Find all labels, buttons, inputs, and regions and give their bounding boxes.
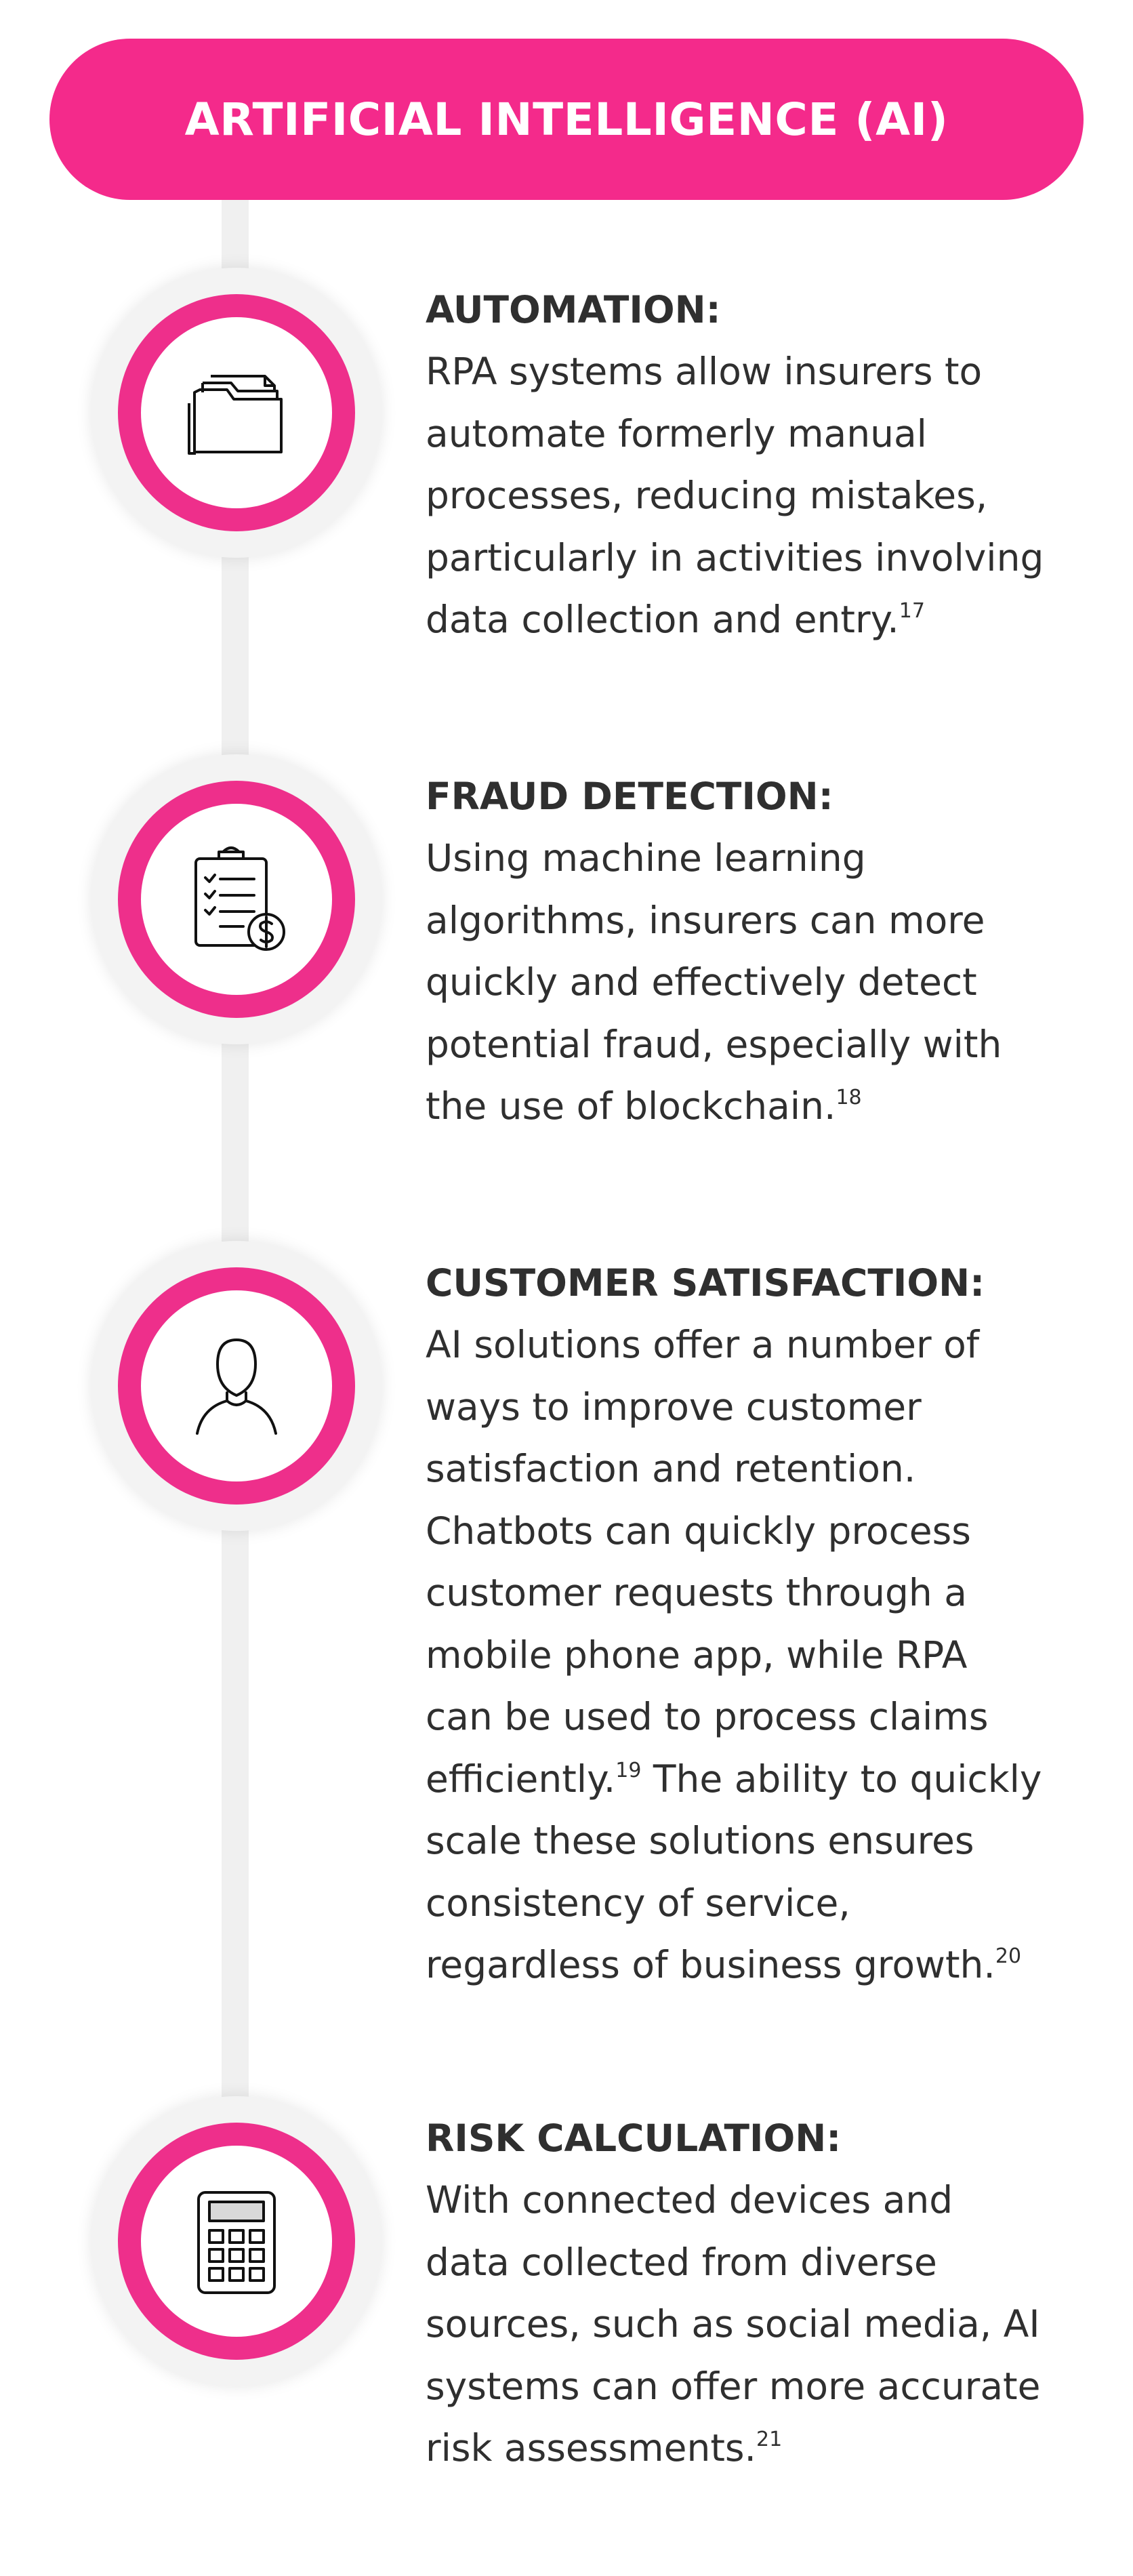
page-title: ARTIFICIAL INTELLIGENCE (AI): [184, 93, 949, 146]
item-title: FRAUD DETECTION:: [426, 775, 833, 818]
item-title: CUSTOMER SATISFACTION:: [426, 1261, 985, 1305]
footnote-ref: 20: [995, 1944, 1022, 1968]
calculator-icon: [197, 2191, 276, 2294]
person-icon: [196, 1338, 277, 1435]
clipboard-dollar-icon: [194, 846, 285, 951]
icon-circle: [141, 2146, 332, 2337]
icon-circle: [141, 804, 332, 995]
footnote-ref: 19: [615, 1758, 642, 1782]
icon-circle: [141, 1290, 332, 1481]
footnote-ref: 21: [756, 2428, 783, 2451]
item-text: CUSTOMER SATISFACTION: AI solutions offe…: [426, 1252, 1103, 1997]
header-banner: ARTIFICIAL INTELLIGENCE (AI): [49, 39, 1084, 200]
item-title: RISK CALCULATION:: [426, 2117, 842, 2160]
item-title: AUTOMATION:: [426, 288, 721, 331]
footnote-ref: 18: [836, 1086, 862, 1109]
item-text: RISK CALCULATION: With connected devices…: [426, 2107, 1103, 2480]
icon-circle: [141, 317, 332, 508]
item-text: AUTOMATION: RPA systems allow insurers t…: [426, 279, 1103, 651]
footnote-ref: 17: [899, 599, 925, 623]
folder-icon: [188, 375, 283, 455]
